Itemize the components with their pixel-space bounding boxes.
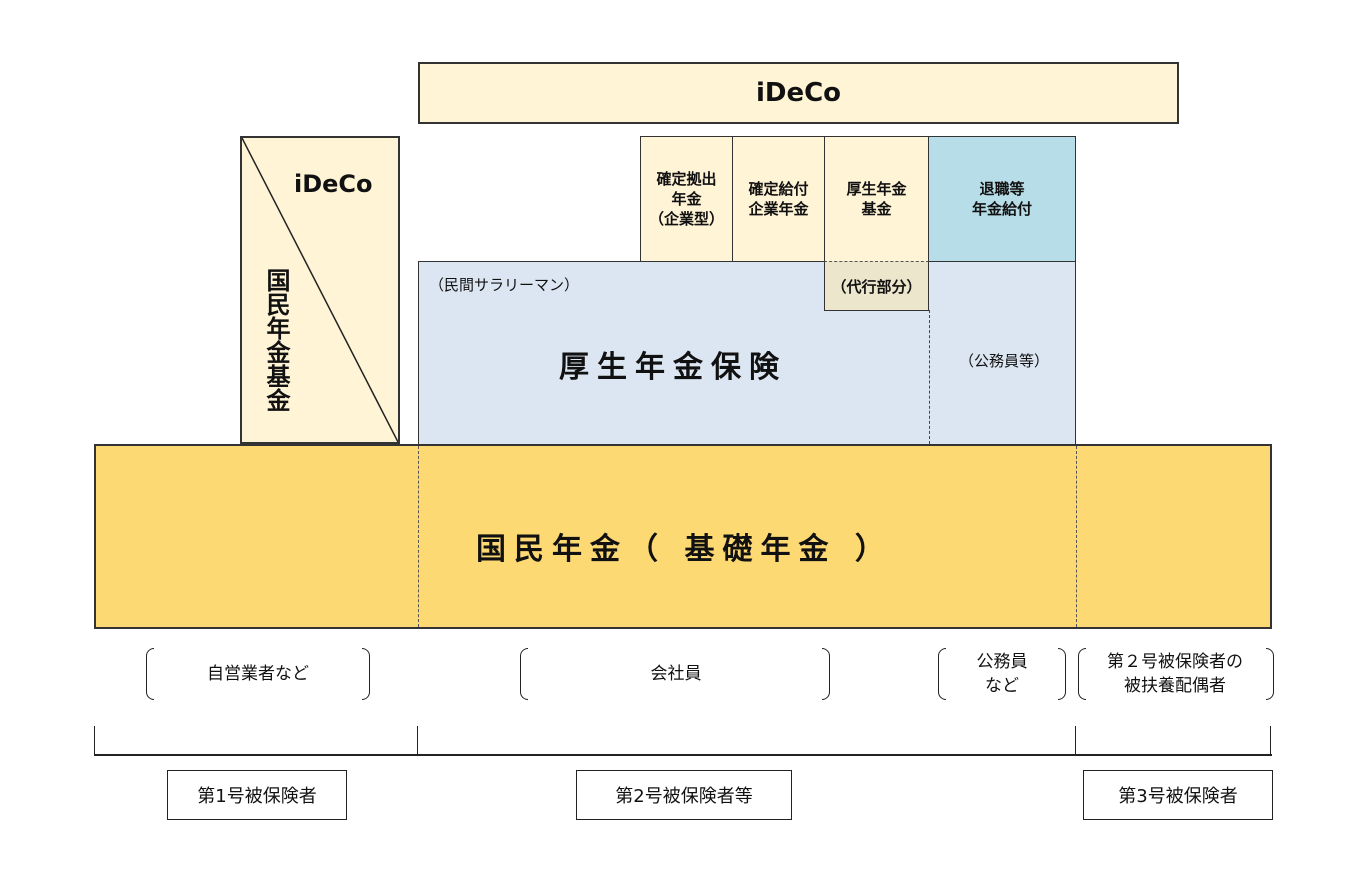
category-tick	[417, 726, 418, 755]
ideco-label: iDeCo	[294, 170, 373, 198]
retirement-benefit-box: 退職等 年金給付	[928, 136, 1076, 262]
bracket-left	[146, 648, 154, 700]
category-3-box: 第3号被保険者	[1083, 770, 1273, 820]
employees-pension-insurance-title: 厚生年金保険	[559, 350, 787, 385]
employees-pension-fund-label: 厚生年金 基金	[846, 180, 907, 218]
national-pension-title: 国民年金（ 基礎年金 ）	[476, 532, 893, 567]
group-company-employees-label: 会社員	[650, 664, 702, 684]
group-public-servants: 公務員 など	[946, 648, 1058, 700]
group-self-employed: 自営業者など	[156, 648, 360, 700]
category-2-label: 第2号被保険者等	[615, 786, 753, 807]
category-3-label: 第3号被保険者	[1118, 786, 1238, 807]
category-baseline	[94, 754, 1272, 756]
category-tick	[1270, 726, 1271, 755]
employees-pension-insurance-box: （民間サラリーマン） 厚生年金保険 （公務員等）	[418, 261, 1076, 445]
group-company-employees: 会社員	[530, 648, 822, 700]
defined-benefit-label: 確定給付 企業年金	[748, 180, 809, 218]
defined-benefit-box: 確定給付 企業年金	[732, 136, 825, 262]
group-dependent-spouses-label: 第２号被保険者の 被扶養配偶者	[1107, 652, 1243, 696]
category-tick	[1075, 726, 1076, 755]
group-dependent-spouses: 第２号被保険者の 被扶養配偶者	[1084, 648, 1266, 700]
defined-contribution-label: 確定拠出 年金 （企業型）	[648, 170, 724, 228]
bracket-right	[1266, 648, 1274, 700]
bracket-left	[520, 648, 528, 700]
retirement-benefit-label: 退職等 年金給付	[971, 180, 1032, 218]
substitution-part-box: （代行部分）	[824, 261, 929, 311]
public-servant-label: （公務員等）	[959, 352, 1050, 370]
public-servant-divider	[929, 310, 930, 444]
category3-divider	[1076, 446, 1077, 627]
national-pension-fund-label: 国民年金基金	[262, 268, 290, 412]
group-public-servants-label: 公務員 など	[976, 652, 1028, 696]
defined-contribution-box: 確定拠出 年金 （企業型）	[640, 136, 733, 262]
category-1-label: 第1号被保険者	[197, 786, 317, 807]
category-tick	[94, 726, 95, 755]
ideco-top-label: iDeCo	[755, 78, 842, 108]
national-pension-box: 国民年金（ 基礎年金 ）	[94, 444, 1272, 629]
category1-divider	[418, 446, 419, 627]
national-pension-fund-box: iDeCo 国民年金基金	[240, 136, 400, 444]
category-1-box: 第1号被保険者	[167, 770, 347, 820]
bracket-right	[822, 648, 830, 700]
employees-pension-fund-box: 厚生年金 基金	[824, 136, 929, 262]
private-employees-label: （民間サラリーマン）	[429, 276, 580, 294]
substitution-part-label: （代行部分）	[831, 277, 922, 296]
bracket-right	[1058, 648, 1066, 700]
group-self-employed-label: 自営業者など	[207, 664, 309, 684]
bracket-right	[362, 648, 370, 700]
ideco-top-box: iDeCo	[418, 62, 1179, 124]
bracket-left	[938, 648, 946, 700]
diagonal-divider	[242, 138, 398, 442]
category-2-box: 第2号被保険者等	[576, 770, 792, 820]
